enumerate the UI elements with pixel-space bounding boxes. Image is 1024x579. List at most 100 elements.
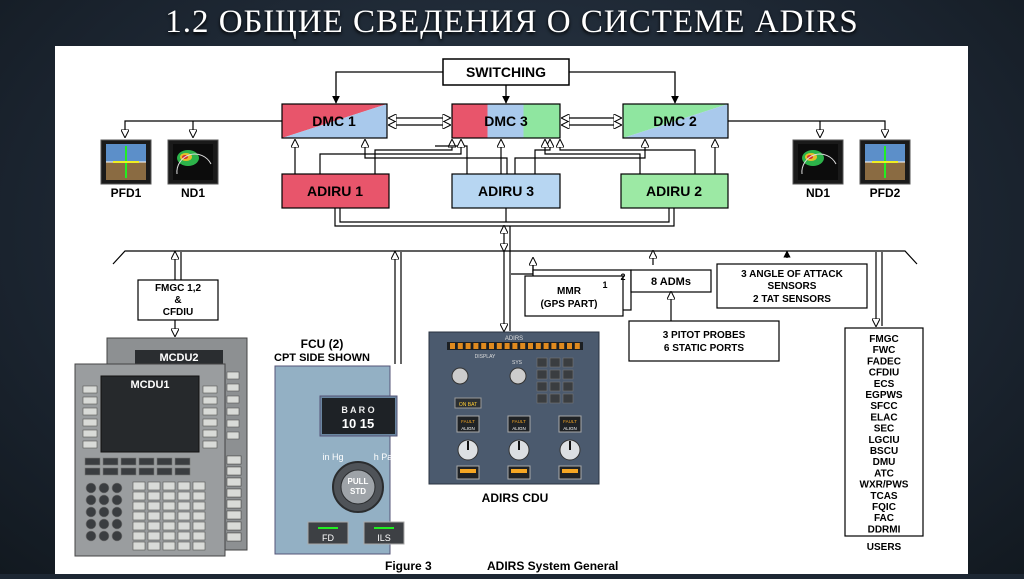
mcdu1-alpha-key bbox=[132, 481, 146, 491]
users-list-item: EGPWS bbox=[865, 390, 903, 401]
mcdu2-lsk bbox=[226, 395, 240, 404]
mcdu1-alpha-key bbox=[132, 511, 146, 521]
mcdu2-lsk bbox=[226, 419, 240, 428]
dmc1-box: DMC 1 bbox=[281, 103, 388, 139]
svg-text:6 STATIC PORTS: 6 STATIC PORTS bbox=[664, 343, 745, 354]
mcdu1-alpha-key bbox=[162, 531, 176, 541]
adiru1-label: ADIRU 1 bbox=[307, 183, 363, 199]
mcdu1-numeric-key bbox=[85, 518, 97, 530]
mcdu1-numeric-key bbox=[98, 518, 110, 530]
mcdu1-alpha-key bbox=[192, 531, 206, 541]
dmc-interconnects bbox=[389, 118, 621, 125]
mcdu2-label: MCDU2 bbox=[159, 352, 198, 364]
mcdu1-numeric-key bbox=[98, 506, 110, 518]
mcdu1-lsk-right bbox=[202, 407, 218, 416]
users-list-item: ECS bbox=[874, 379, 895, 390]
pfd2-label: PFD2 bbox=[870, 186, 901, 200]
dmc3-label: DMC 3 bbox=[484, 113, 528, 129]
svg-text:h Pa: h Pa bbox=[374, 452, 393, 462]
mcdu1-function-key bbox=[102, 457, 119, 466]
mcdu1-function-key bbox=[84, 457, 101, 466]
cdu-digit bbox=[489, 343, 494, 349]
adiru3-label: ADIRU 3 bbox=[478, 183, 534, 199]
slide-title: 1.2 ОБЩИЕ СВЕДЕНИЯ О СИСТЕМЕ ADIRS bbox=[165, 4, 859, 40]
cdu-keypad-key bbox=[562, 393, 574, 404]
svg-text:STD: STD bbox=[350, 487, 366, 496]
cdu-keypad-key bbox=[536, 393, 548, 404]
fcu-fd-button: FD bbox=[322, 533, 334, 543]
adirs-cdu-panel: ADIRS DISPLAY SYS ON BAT FAULTALIGNFAULT… bbox=[428, 331, 600, 485]
mcdu1-numeric-key bbox=[111, 506, 123, 518]
cdu-keypad-key bbox=[549, 393, 561, 404]
svg-text:ON BAT: ON BAT bbox=[459, 402, 477, 408]
cdu-digit bbox=[496, 343, 502, 349]
users-list-item: FADEC bbox=[867, 356, 901, 367]
mcdu1-alpha-key bbox=[162, 541, 176, 551]
cdu-digit bbox=[465, 343, 471, 349]
mcdu1-numeric-key bbox=[111, 494, 123, 506]
mcdu1-numeric-key bbox=[85, 530, 97, 542]
dmc3-box: DMC 3 bbox=[451, 103, 561, 139]
mmr-box: MMR (GPS PART) 1 2 bbox=[524, 269, 632, 317]
users-list-item: WXR/PWS bbox=[860, 480, 909, 491]
mcdu1-lsk-right bbox=[202, 385, 218, 394]
mcdu1-alpha-key bbox=[162, 511, 176, 521]
cdu-keypad-key bbox=[536, 357, 548, 368]
cdu-fault-label: FAULT bbox=[461, 419, 475, 424]
cdu-fault-label: FAULT bbox=[512, 419, 526, 424]
dmc2-box: DMC 2 bbox=[622, 103, 729, 139]
mcdu1-numeric-key bbox=[98, 494, 110, 506]
cdu-digit bbox=[528, 343, 533, 349]
mcdu2-key bbox=[226, 466, 242, 476]
pfd1-display: PFD1 bbox=[100, 139, 152, 200]
users-list-item: SEC bbox=[874, 424, 895, 435]
users-list-item: FWC bbox=[873, 345, 896, 356]
fmgc-cfdiu-box: FMGC 1,2 & CFDIU bbox=[137, 279, 219, 321]
diagram-panel: SWITCHING DMC 1 DMC 3 DMC 2 bbox=[55, 46, 968, 574]
dmc2-label: DMC 2 bbox=[653, 113, 697, 129]
svg-text:FMGC 1,2: FMGC 1,2 bbox=[155, 283, 202, 294]
mcdu1-lsk-left bbox=[82, 429, 98, 438]
cdu-digit bbox=[450, 343, 455, 349]
switching-box: SWITCHING bbox=[442, 58, 570, 86]
mcdu1-unit: MCDU1 bbox=[74, 363, 226, 557]
mcdu1-alpha-key bbox=[192, 511, 206, 521]
mcdu1-label: MCDU1 bbox=[130, 379, 169, 391]
mcdu1-numeric-key bbox=[111, 518, 123, 530]
cdu-keypad-key bbox=[562, 357, 574, 368]
cdu-fault-align-switch bbox=[558, 415, 582, 433]
users-list-item: SFCC bbox=[870, 401, 897, 412]
pfd2-display: PFD2 bbox=[859, 139, 911, 200]
adiru3-box: ADIRU 3 bbox=[451, 173, 561, 209]
mcdu1-alpha-key bbox=[162, 481, 176, 491]
svg-text:MMR: MMR bbox=[557, 286, 582, 297]
cdu-digit bbox=[559, 343, 565, 349]
mcdu1-alpha-key bbox=[147, 541, 161, 551]
users-list-item: FAC bbox=[874, 513, 894, 524]
svg-text:PULL: PULL bbox=[348, 477, 369, 486]
users-list-item: DDRMI bbox=[868, 524, 901, 535]
users-list-item: ELAC bbox=[870, 412, 897, 423]
mcdu1-alpha-key bbox=[147, 531, 161, 541]
mcdu2-key bbox=[226, 499, 242, 509]
users-list-item: FQIC bbox=[872, 502, 896, 513]
svg-text:in Hg: in Hg bbox=[322, 452, 343, 462]
mcdu2-lsk bbox=[226, 407, 240, 416]
mcdu1-function-key bbox=[156, 467, 173, 476]
users-list-item: DMU bbox=[873, 457, 896, 468]
mcdu1-lsk-left bbox=[82, 440, 98, 449]
cdu-digit bbox=[504, 343, 510, 349]
cdu-align-label: ALIGN bbox=[563, 426, 577, 431]
mcdu1-alpha-key bbox=[162, 521, 176, 531]
svg-text:2 TAT SENSORS: 2 TAT SENSORS bbox=[753, 294, 831, 305]
figure-number: Figure 3 bbox=[385, 559, 432, 573]
figure-caption: ADIRS System General bbox=[487, 559, 618, 573]
mcdu1-alpha-key bbox=[177, 481, 191, 491]
mcdu1-function-key bbox=[120, 457, 137, 466]
adirs-diagram: SWITCHING DMC 1 DMC 3 DMC 2 bbox=[74, 58, 924, 573]
mcdu1-function-key bbox=[120, 467, 137, 476]
nd2-display: ND1 bbox=[792, 139, 844, 200]
mcdu1-alpha-key bbox=[147, 521, 161, 531]
mcdu1-alpha-key bbox=[147, 481, 161, 491]
pfd1-label: PFD1 bbox=[111, 186, 142, 200]
